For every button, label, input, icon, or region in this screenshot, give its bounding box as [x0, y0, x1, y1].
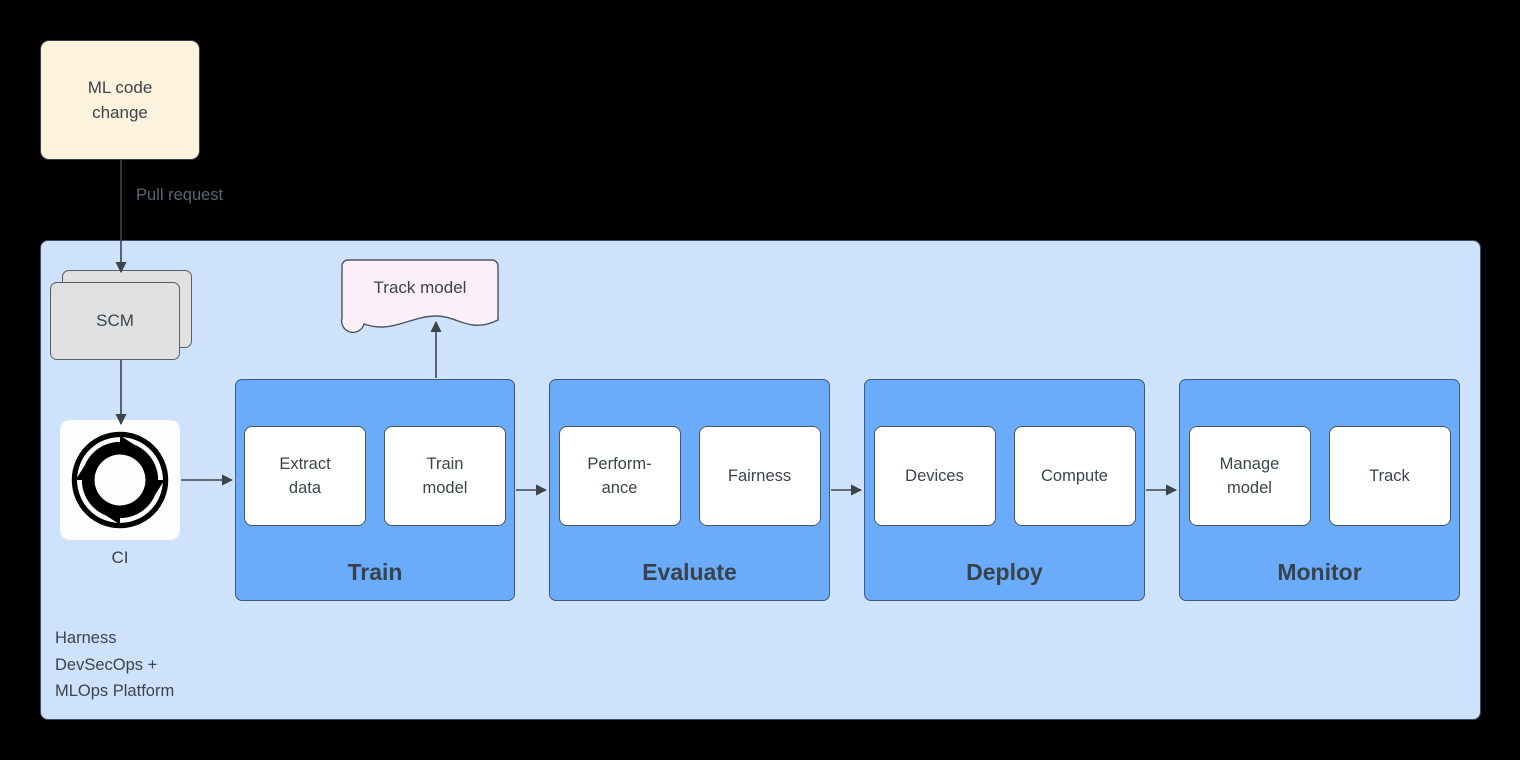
stage-train-title: Train	[347, 559, 403, 585]
stage-deploy-title: Deploy	[966, 559, 1043, 585]
ml-code-change-node[interactable]: ML code change	[40, 40, 200, 160]
task-fairness-label: Fairness	[727, 467, 792, 485]
stage-train[interactable]: Extract data Train model Train	[235, 379, 515, 601]
task-devices-label: Devices	[905, 467, 964, 485]
pull-request-edge-label: Pull request	[136, 186, 224, 204]
ci-label: CI	[111, 548, 129, 567]
task-devices[interactable]: Devices	[873, 426, 996, 526]
stage-deploy[interactable]: Devices Compute Deploy	[864, 379, 1145, 601]
stage-monitor[interactable]: Manage model Track Monitor	[1179, 379, 1460, 601]
stage-evaluate[interactable]: Perform- ance Fairness Evaluate	[549, 379, 830, 601]
platform-caption: Harness DevSecOps + MLOps Platform	[55, 629, 175, 700]
stage-monitor-title: Monitor	[1277, 559, 1362, 585]
scm-node[interactable]: SCM	[50, 270, 192, 360]
task-performance-label: Perform- ance	[587, 455, 652, 497]
task-train-model-label: Train model	[422, 455, 468, 497]
stage-evaluate-title: Evaluate	[642, 559, 737, 585]
task-compute-label: Compute	[1041, 467, 1108, 485]
task-track[interactable]: Track	[1328, 426, 1451, 526]
track-model-label: Track model	[373, 278, 467, 297]
ci-node[interactable]	[60, 420, 180, 540]
scm-label: SCM	[96, 311, 134, 330]
document-shape-icon	[340, 259, 499, 334]
track-model-node[interactable]: Track model	[340, 258, 500, 334]
task-compute[interactable]: Compute	[1013, 426, 1136, 526]
task-track-label: Track	[1369, 467, 1410, 485]
task-extract-data[interactable]: Extract data	[244, 426, 366, 526]
task-performance[interactable]: Perform- ance	[558, 426, 681, 526]
task-fairness[interactable]: Fairness	[698, 426, 821, 526]
task-manage-model-label: Manage model	[1219, 455, 1280, 497]
task-extract-data-label: Extract data	[279, 455, 331, 497]
task-train-model[interactable]: Train model	[384, 426, 506, 526]
task-manage-model[interactable]: Manage model	[1188, 426, 1311, 526]
ml-code-change-label: ML code change	[87, 78, 153, 122]
continuous-integration-cycle-icon	[71, 431, 169, 529]
scm-stack-front-sheet: SCM	[50, 282, 180, 360]
